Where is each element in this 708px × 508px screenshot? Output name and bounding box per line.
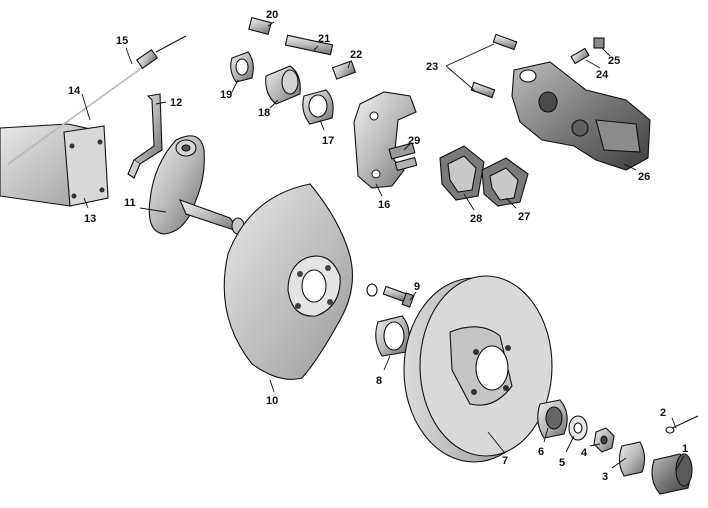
caliper-bolts: [470, 33, 605, 99]
label-20: 20: [266, 9, 278, 21]
label-13: 13: [84, 213, 96, 225]
leader-lines: [81, 21, 685, 471]
label-22: 22: [350, 49, 362, 61]
label-24: 24: [596, 69, 609, 81]
stub-axle: [148, 135, 245, 235]
label-16: 16: [378, 199, 390, 211]
label-3: 3: [602, 471, 608, 483]
bolt-with-washer: [366, 283, 415, 308]
label-6: 6: [538, 446, 544, 458]
label-1: 1: [682, 443, 688, 455]
label-25: 25: [608, 55, 620, 67]
handbrake-cable: [7, 35, 187, 165]
piston-parts: [230, 16, 357, 125]
label-14: 14: [68, 85, 81, 97]
caliper-housing: [511, 61, 651, 171]
label-9: 9: [414, 281, 420, 293]
label-23: 23: [426, 61, 438, 73]
label-29: 29: [408, 135, 420, 147]
label-18: 18: [258, 107, 270, 119]
label-17: 17: [322, 135, 334, 147]
brake-disc: [403, 275, 553, 463]
label-10: 10: [266, 395, 278, 407]
part-number-labels: 1 2 3 4 5 6 7 8 9 10 11 12 13 14 15 16 1…: [68, 9, 688, 483]
label-19: 19: [220, 89, 232, 101]
label-11: 11: [124, 197, 136, 209]
label-26: 26: [638, 171, 650, 183]
label-12: 12: [170, 97, 182, 109]
brake-pads: [439, 145, 529, 207]
dust-shield: [223, 183, 353, 380]
spacer-ring: [375, 315, 410, 357]
label-15: 15: [116, 35, 128, 47]
cable-bracket: [127, 93, 163, 179]
label-8: 8: [376, 375, 382, 387]
label-27: 27: [518, 211, 530, 223]
label-2: 2: [660, 407, 666, 419]
label-28: 28: [470, 213, 482, 225]
label-7: 7: [502, 455, 508, 467]
axle-beam: [0, 123, 109, 207]
label-4: 4: [581, 447, 588, 459]
caliper-bracket: [353, 91, 418, 189]
label-21: 21: [318, 33, 330, 45]
hub-small-parts: [537, 399, 699, 495]
label-5: 5: [559, 457, 565, 469]
